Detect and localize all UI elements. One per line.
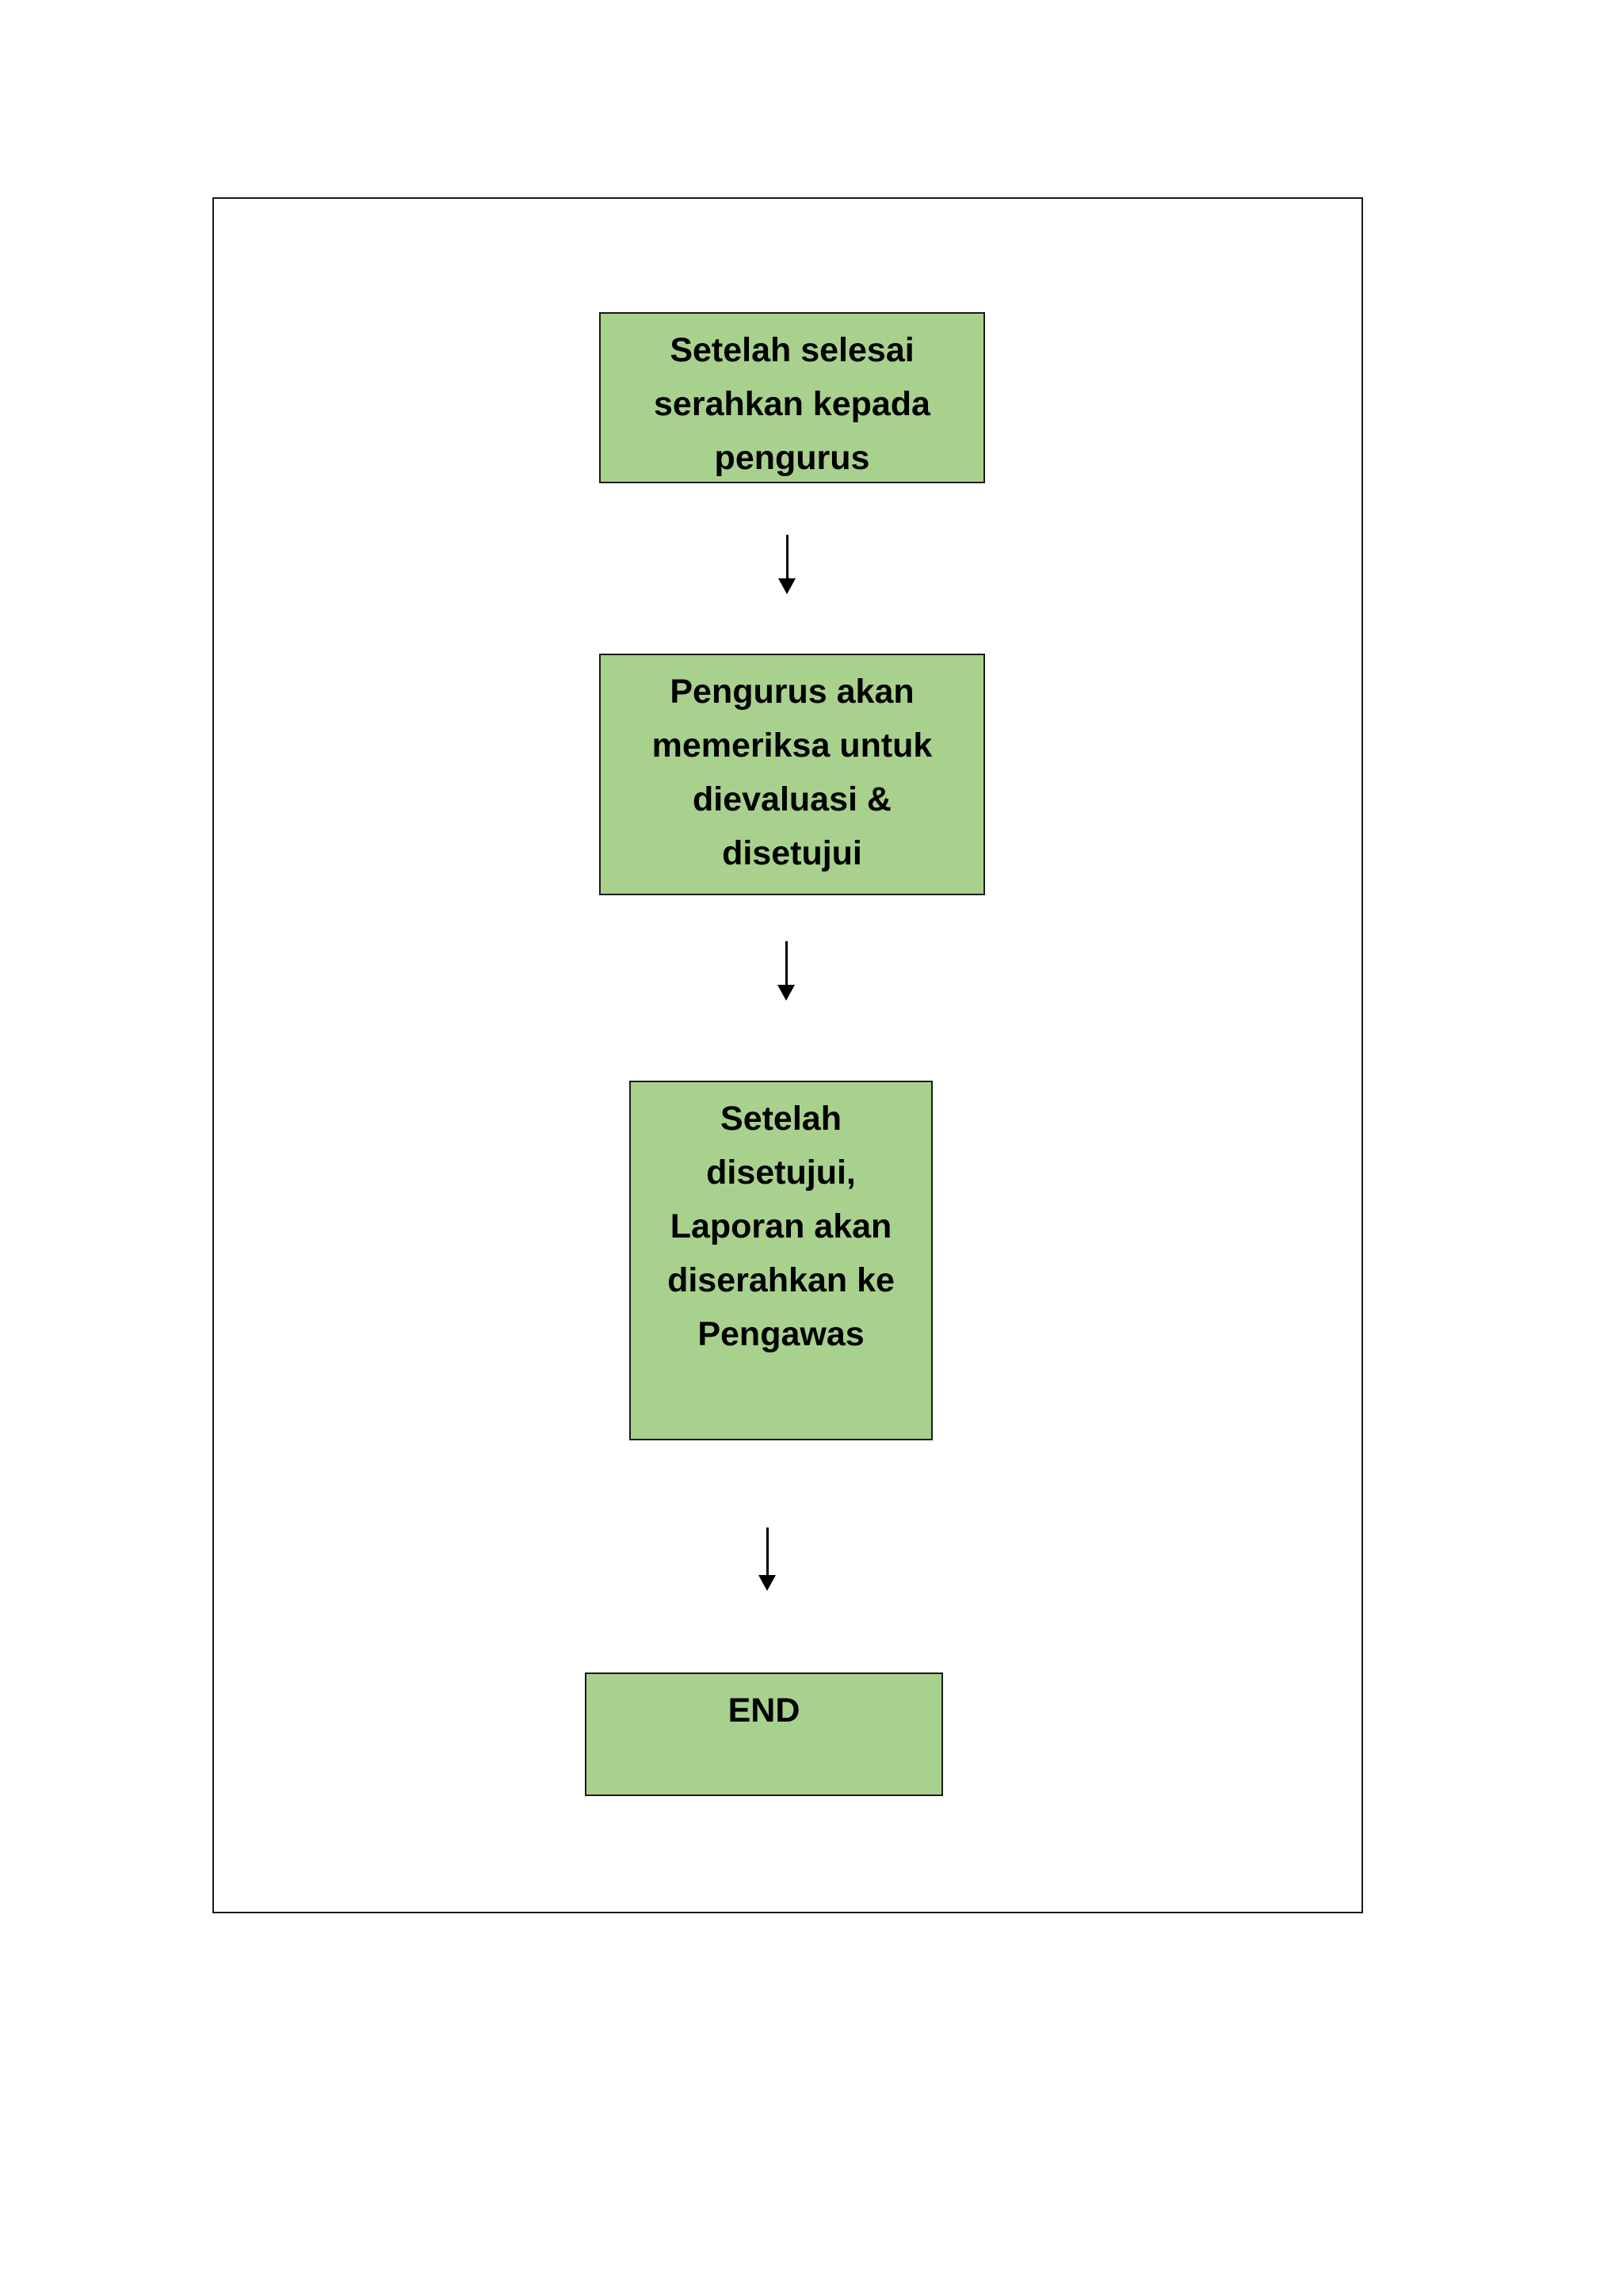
step-3-line-3: Laporan akan (670, 1207, 892, 1245)
step-management-review: Pengurus akan memeriksa untuk dievaluasi… (599, 654, 985, 895)
step-2-line-4: disetujui (722, 834, 862, 872)
step-1-line-1: Setelah selesai (670, 331, 915, 369)
step-3-line-5: Pengawas (697, 1315, 865, 1353)
arrow-3-shaft (766, 1527, 769, 1577)
step-2-line-3: dievaluasi & (693, 780, 892, 818)
step-3-line-1: Setelah (720, 1100, 842, 1138)
flowchart-frame (212, 197, 1363, 1913)
step-2-line-1: Pengurus akan (670, 673, 915, 711)
arrow-down-1 (777, 535, 796, 594)
step-submit-to-management: Setelah selesai serahkan kepada pengurus (599, 312, 985, 483)
step-report-to-supervisor: Setelah disetujui, Laporan akan diserahk… (629, 1081, 933, 1440)
step-1-line-2: serahkan kepada (654, 385, 930, 423)
step-4-line-1: END (727, 1691, 800, 1730)
arrow-1-head (778, 578, 796, 594)
arrow-3-head (758, 1575, 776, 1591)
arrow-1-shaft (786, 535, 789, 581)
arrow-2-head (777, 985, 795, 1001)
arrow-down-3 (758, 1527, 777, 1591)
step-2-line-2: memeriksa untuk (651, 727, 933, 765)
step-3-line-4: diserahkan ke (667, 1261, 895, 1299)
step-3-line-2: disetujui, (706, 1154, 856, 1192)
arrow-2-shaft (785, 941, 788, 987)
arrow-down-2 (777, 941, 796, 1001)
step-end: END (585, 1672, 943, 1796)
step-1-line-3: pengurus (714, 439, 870, 477)
